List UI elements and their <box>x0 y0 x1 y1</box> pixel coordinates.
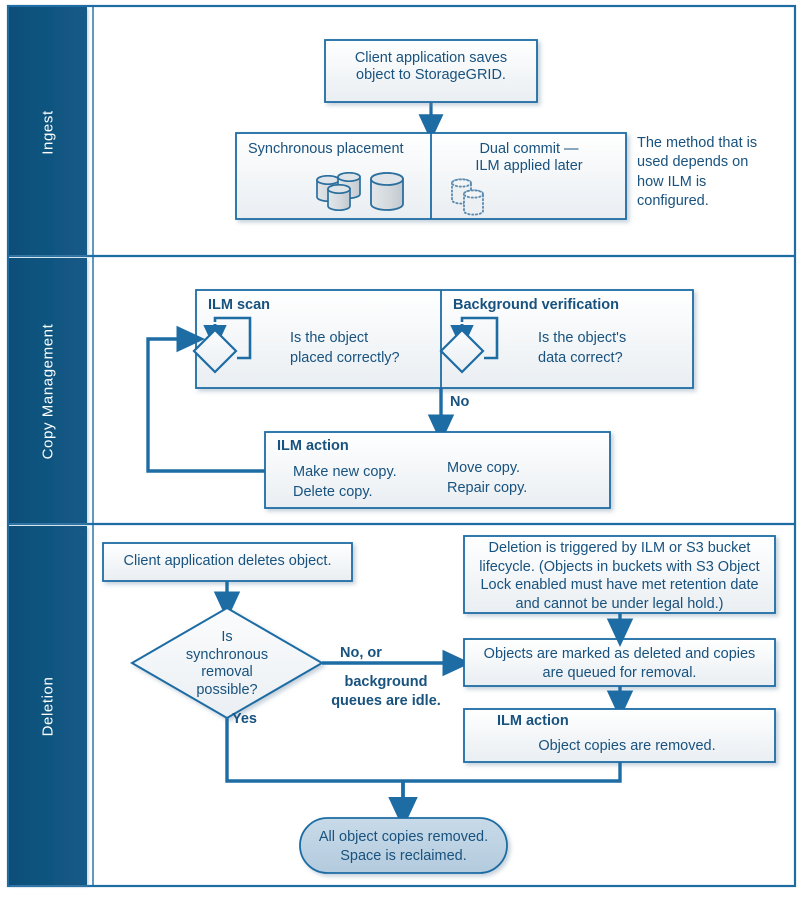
ingest-start-label: Client application saves object to Stora… <box>354 50 508 84</box>
branch-no-detail-label: background queues are idle. <box>331 674 441 709</box>
copy-management-top-container <box>195 289 694 389</box>
merge-to-terminal-connector <box>225 718 622 829</box>
deletion-terminal <box>299 817 508 874</box>
deletion-ilm-action-title: ILM action <box>497 713 569 729</box>
deletion-ilm-action-box <box>463 708 776 763</box>
ingest-options-container <box>235 132 627 220</box>
copy-ilm-action-title: ILM action <box>277 438 349 454</box>
client-delete-label: Client application deletes object. <box>123 553 332 569</box>
band-copy-management <box>9 258 87 523</box>
copy-management-ilm-action-box <box>264 431 611 509</box>
figure-frame <box>6 4 797 888</box>
deletion-trigger-note: Deletion is triggered by ILM or S3 bucke… <box>479 540 760 612</box>
storage-cylinders-icon <box>316 171 404 212</box>
ilm-scan-question: Is the object placed correctly? <box>290 330 400 366</box>
ingest-start-box <box>324 39 538 103</box>
band-ingest <box>9 7 87 255</box>
copy-ilm-action-right: Move copy. Repair copy. <box>447 460 528 496</box>
band-deletion <box>9 526 87 885</box>
synchronous-placement-label: Synchronous placement <box>248 141 404 157</box>
background-verification-loop-decision-icon <box>439 316 499 374</box>
background-verification-question: Is the object's data correct? <box>538 330 627 366</box>
ingest-note: The method that is used depends on how I… <box>637 135 758 209</box>
deletion-client-delete-box <box>102 542 353 582</box>
no-label: No <box>450 394 470 410</box>
background-verification-title: Background verification <box>453 297 619 313</box>
deletion-trigger-note-box <box>463 535 776 614</box>
marked-deleted-label: Objects are marked as deleted and copies… <box>483 646 756 681</box>
deletion-ilm-action-body: Object copies are removed. <box>538 738 716 754</box>
ilm-scan-title: ILM scan <box>208 297 271 313</box>
synchronous-removal-decision-label: Is synchronous removal possible? <box>185 629 269 699</box>
dashed-cylinders-icon <box>451 178 484 216</box>
dual-commit-label: Dual commit — ILM applied later <box>475 141 583 175</box>
band-label-copy-management: Copy Management <box>39 323 57 460</box>
band-label-ingest: Ingest <box>39 110 57 155</box>
branch-yes-label: Yes <box>232 711 257 727</box>
deletion-terminal-label: All object copies removed. Space is recl… <box>318 829 489 864</box>
ilm-feedback-loop-connector <box>146 325 265 473</box>
copy-ilm-action-left: Make new copy. Delete copy. <box>293 464 397 500</box>
band-label-deletion: Deletion <box>39 676 57 737</box>
branch-no-label: No, or <box>340 645 382 661</box>
